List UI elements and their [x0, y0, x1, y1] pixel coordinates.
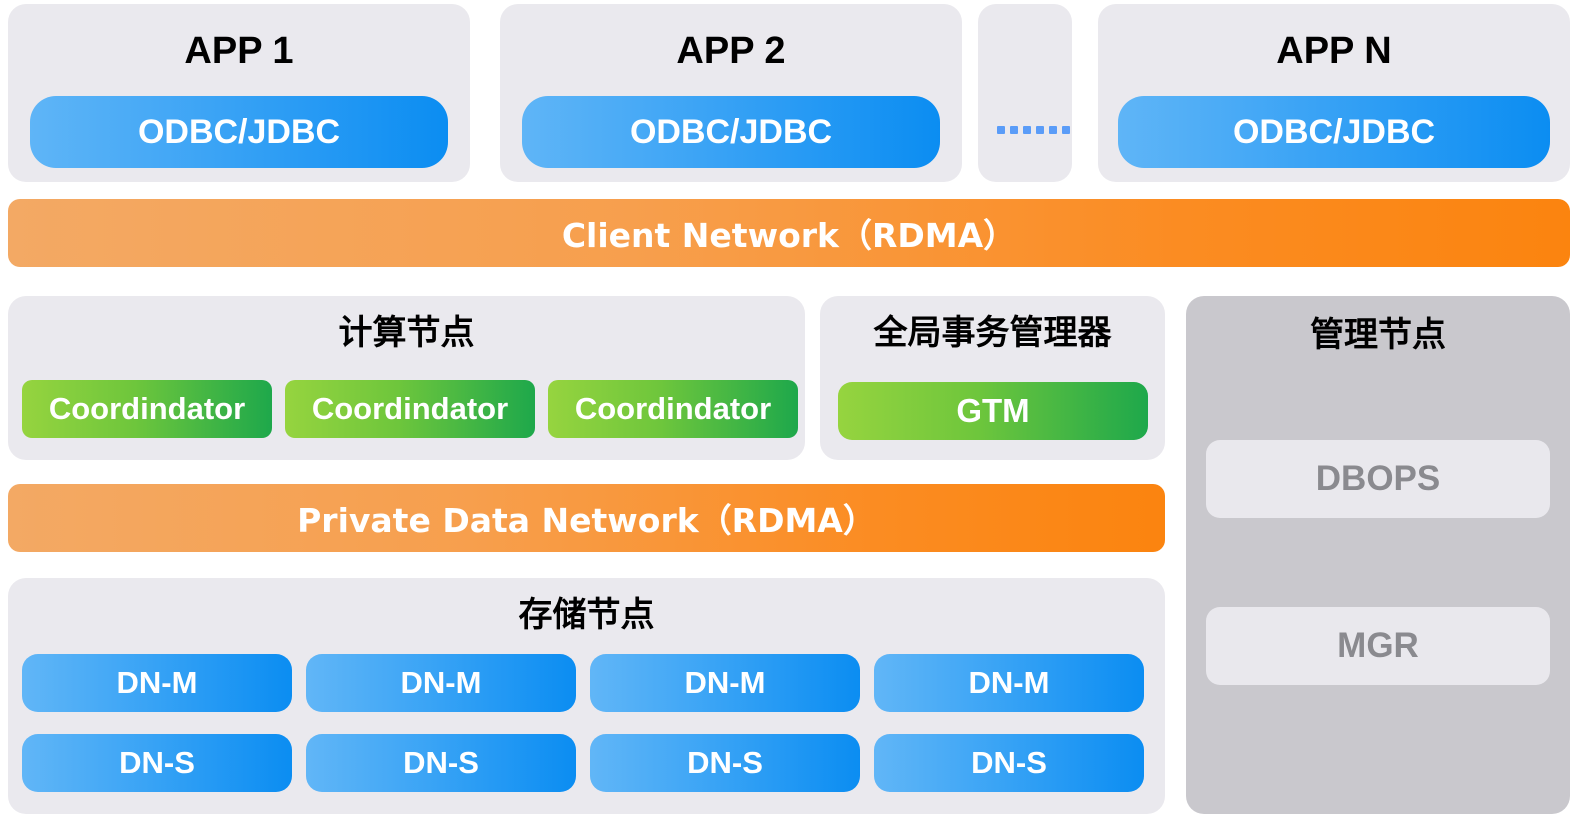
app-card-2-title: APP 2 [676, 30, 786, 72]
storage-node-slave-3[interactable]: DN-S [590, 734, 860, 792]
coordinator-node-2[interactable]: Coordindator [285, 380, 535, 438]
client-network-bar: Client Network（RDMA） [8, 199, 1570, 267]
gtm-node[interactable]: GTM [838, 382, 1148, 440]
dbops-node[interactable]: DBOPS [1206, 440, 1550, 518]
app-card-1: APP 1 ODBC/JDBC [8, 4, 470, 182]
storage-nodes-panel: 存储节点 DN-M DN-S DN-M DN-S DN-M DN-S DN-M … [8, 578, 1165, 814]
storage-node-slave-2[interactable]: DN-S [306, 734, 576, 792]
app-card-n-title: APP N [1276, 30, 1392, 72]
ellipsis-dot-icon [1023, 126, 1031, 134]
ellipsis-dots-icon [997, 126, 1070, 134]
storage-node-slave-4[interactable]: DN-S [874, 734, 1144, 792]
management-node-title: 管理节点 [1310, 315, 1446, 355]
app-card-n: APP N ODBC/JDBC [1098, 4, 1570, 182]
private-data-network-bar: Private Data Network（RDMA） [8, 484, 1165, 552]
gtm-panel: 全局事务管理器 GTM [820, 296, 1165, 460]
coordinator-node-3[interactable]: Coordindator [548, 380, 798, 438]
management-node-panel: 管理节点 DBOPS MGR [1186, 296, 1570, 814]
app-card-1-title: APP 1 [184, 30, 294, 72]
ellipsis-dot-icon [1010, 126, 1018, 134]
mgr-node[interactable]: MGR [1206, 607, 1550, 685]
app-card-n-driver-chip[interactable]: ODBC/JDBC [1118, 96, 1550, 168]
storage-nodes-title: 存储节点 [518, 595, 655, 635]
ellipsis-dot-icon [1062, 126, 1070, 134]
coordinator-node-1[interactable]: Coordindator [22, 380, 272, 438]
app-card-1-driver-chip[interactable]: ODBC/JDBC [30, 96, 448, 168]
storage-node-master-2[interactable]: DN-M [306, 654, 576, 712]
ellipsis-dot-icon [1049, 126, 1057, 134]
app-ellipsis-card [978, 4, 1072, 182]
app-card-2: APP 2 ODBC/JDBC [500, 4, 962, 182]
ellipsis-dot-icon [1036, 126, 1044, 134]
gtm-panel-title: 全局事务管理器 [873, 313, 1112, 353]
storage-node-master-4[interactable]: DN-M [874, 654, 1144, 712]
storage-node-master-3[interactable]: DN-M [590, 654, 860, 712]
compute-nodes-title: 计算节点 [338, 313, 475, 353]
ellipsis-dot-icon [997, 126, 1005, 134]
storage-node-master-1[interactable]: DN-M [22, 654, 292, 712]
app-card-2-driver-chip[interactable]: ODBC/JDBC [522, 96, 940, 168]
compute-nodes-panel: 计算节点 Coordindator Coordindator Coordinda… [8, 296, 805, 460]
storage-node-slave-1[interactable]: DN-S [22, 734, 292, 792]
